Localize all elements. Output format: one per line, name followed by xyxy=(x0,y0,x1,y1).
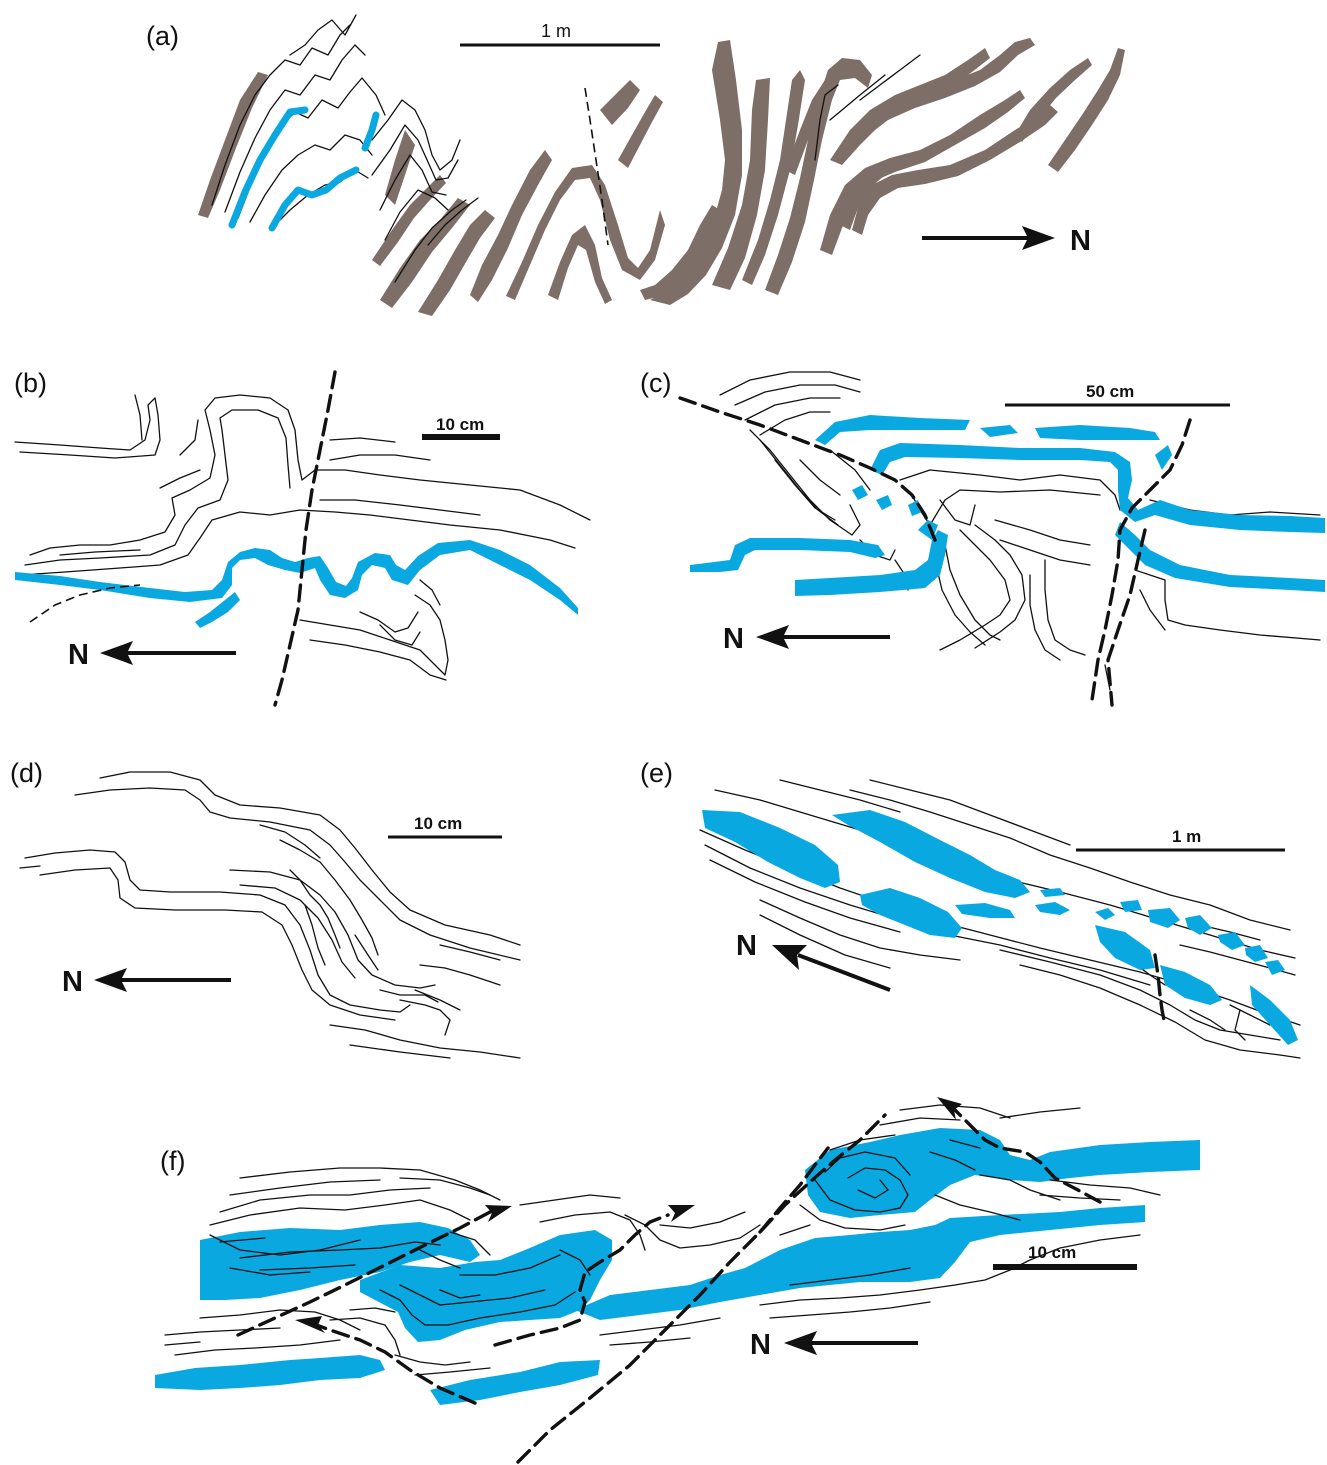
panel-d-north-label: N xyxy=(62,966,83,998)
panel-e: (e) 1 m xyxy=(640,758,1300,1058)
panel-e-scale-label: 1 m xyxy=(1172,827,1201,846)
panel-d: (d) 10 cm N xyxy=(10,758,520,1058)
panel-b: (b) 10 cm N xyxy=(14,368,590,705)
panel-a-scale-label: 1 m xyxy=(541,21,571,41)
panel-a-label: (a) xyxy=(146,21,179,51)
panel-a-north-label: N xyxy=(1070,225,1091,257)
panel-b-lines xyxy=(15,395,590,680)
panel-d-scale-label: 10 cm xyxy=(414,814,462,833)
panel-f: (f) 10 cm xyxy=(155,1097,1200,1462)
panel-e-blue-beds xyxy=(702,810,1298,1045)
panel-c-blue-beds xyxy=(690,415,1325,596)
panel-c: (c) 50 cm xyxy=(640,368,1325,705)
panel-c-label: (c) xyxy=(640,368,671,398)
panel-f-thrust-4-arrowhead xyxy=(937,1097,962,1120)
panel-e-label: (e) xyxy=(640,758,673,788)
panel-b-scale-label: 10 cm xyxy=(436,415,484,434)
panel-c-scale-label: 50 cm xyxy=(1086,382,1134,401)
panel-c-north-label: N xyxy=(723,623,744,655)
panel-f-label: (f) xyxy=(160,1146,185,1176)
panel-e-lines xyxy=(700,780,1300,1058)
panel-f-thrust-2-arrowhead xyxy=(668,1205,695,1222)
panel-a: (a) 1 m xyxy=(146,15,1125,316)
panel-e-north-arrow xyxy=(798,955,890,990)
panel-c-lines xyxy=(720,372,1320,690)
panel-b-north-label: N xyxy=(68,639,89,671)
panel-a-blue-beds xyxy=(232,110,376,228)
panel-f-back-thrust-arrowhead xyxy=(295,1316,325,1333)
panel-b-fault xyxy=(275,372,335,705)
panel-e-north-label: N xyxy=(736,930,757,962)
panel-b-label: (b) xyxy=(14,368,47,398)
panel-f-north-label: N xyxy=(750,1329,771,1361)
panel-c-fault-east-2 xyxy=(1108,530,1145,705)
panel-d-label: (d) xyxy=(10,758,43,788)
